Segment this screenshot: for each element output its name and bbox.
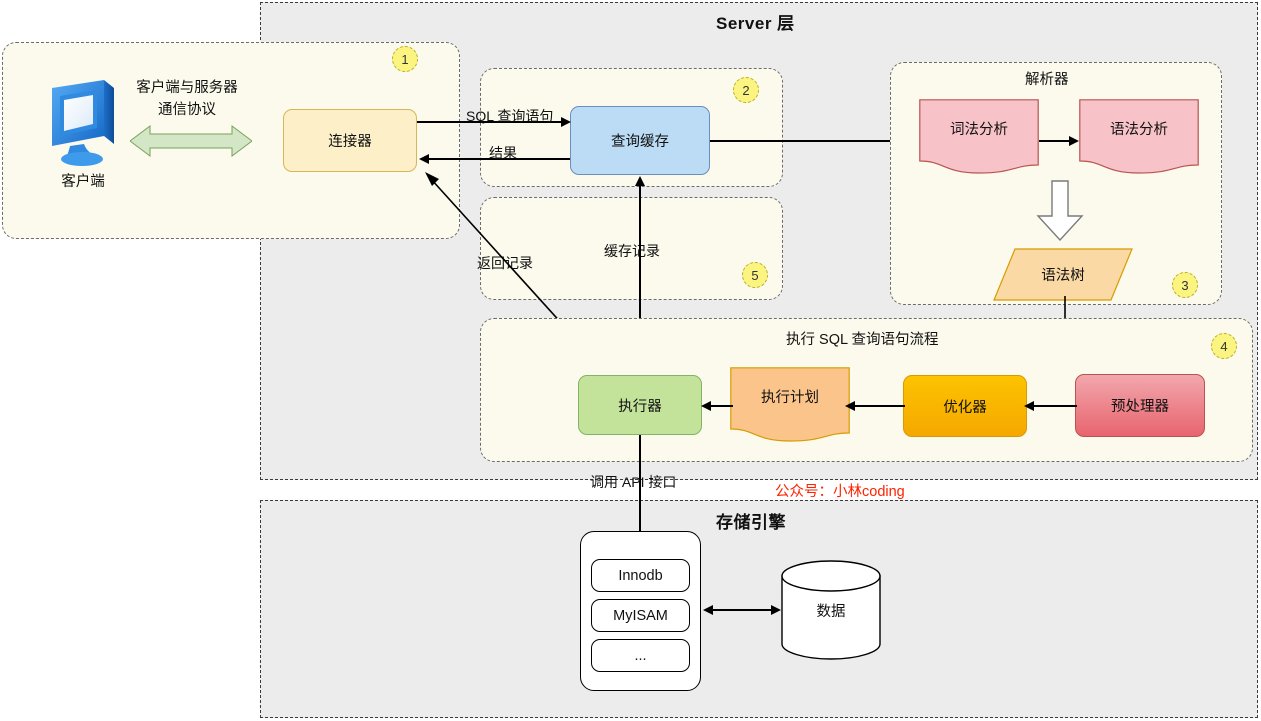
parser-zone-title: 解析器 [1025, 72, 1069, 88]
watermark-label: 公众号：小林coding [775, 484, 905, 500]
edge-plan-to-exec-line [709, 405, 733, 407]
edge-sql-label: SQL 查询语句 [466, 108, 554, 124]
syntax-analysis-label: 语法分析 [1110, 121, 1168, 138]
badge-2: 2 [733, 77, 759, 103]
edge-opt-to-plan-line [852, 405, 905, 407]
badge-3: 3 [1172, 272, 1198, 298]
badge-5: 5 [742, 262, 768, 288]
syntax-analysis-node: 语法分析 [1079, 99, 1199, 174]
execution-plan-node: 执行计划 [730, 367, 850, 442]
protocol-double-arrow-icon [129, 123, 253, 164]
query-cache-node: 查询缓存 [570, 106, 710, 175]
engine-item-innodb: Innodb [591, 559, 690, 592]
cache-record-zone [480, 197, 783, 300]
edge-opt-to-plan-arrowhead [845, 400, 855, 411]
edge-sql-arrowhead [561, 116, 571, 127]
data-cylinder: 数据 [781, 560, 881, 660]
data-cylinder-label: 数据 [816, 603, 846, 620]
syntax-tree-label: 语法树 [1041, 268, 1085, 284]
edge-lexical-to-syntax-line [1039, 140, 1071, 142]
parser-block-arrow-icon [1035, 180, 1085, 247]
storage-layer-title: 存储引擎 [716, 513, 786, 532]
edge-result-line [427, 158, 570, 160]
execute-zone-title: 执行 SQL 查询语句流程 [786, 332, 939, 348]
edge-cache-record-line [639, 184, 641, 375]
edge-plan-to-exec-arrowhead [701, 400, 711, 411]
edge-api-line [639, 435, 641, 547]
client-label: 客户端 [61, 174, 105, 190]
edge-cache-record-arrowhead [634, 176, 645, 186]
edge-engine-data-arrowhead-right [771, 604, 781, 615]
protocol-label-line2: 通信协议 [158, 102, 216, 118]
edge-result-label: 结果 [489, 145, 517, 161]
preprocessor-node: 预处理器 [1075, 374, 1205, 437]
protocol-label-line1: 客户端与服务器 [136, 80, 238, 96]
edge-pre-to-opt-line [1032, 405, 1077, 407]
lexical-analysis-label: 词法分析 [950, 121, 1008, 138]
connector-node: 连接器 [283, 109, 417, 172]
edge-pre-to-opt-arrowhead [1024, 400, 1034, 411]
edge-api-label: 调用 API 接口 [590, 474, 677, 490]
server-layer-title: Server 层 [716, 14, 795, 33]
optimizer-node: 优化器 [903, 375, 1027, 437]
monitor-icon [44, 72, 122, 175]
executor-node: 执行器 [578, 375, 702, 435]
edge-lexical-to-syntax-arrowhead [1069, 135, 1079, 146]
execution-plan-label: 执行计划 [761, 389, 819, 406]
edge-return-record-label: 返回记录 [477, 255, 533, 271]
engine-item-more: ... [591, 639, 690, 672]
engine-item-myisam: MyISAM [591, 599, 690, 632]
badge-4: 4 [1211, 333, 1237, 359]
edge-engine-data-line [711, 609, 773, 611]
edge-result-arrowhead [419, 153, 429, 164]
edge-engine-data-arrowhead-left [703, 604, 713, 615]
badge-1: 1 [392, 46, 418, 72]
edge-sql-line [417, 121, 563, 123]
edge-cache-to-parser-line [710, 140, 918, 142]
syntax-tree-node: 语法树 [993, 248, 1133, 301]
edge-cache-record-label: 缓存记录 [604, 243, 660, 259]
lexical-analysis-node: 词法分析 [919, 99, 1039, 174]
